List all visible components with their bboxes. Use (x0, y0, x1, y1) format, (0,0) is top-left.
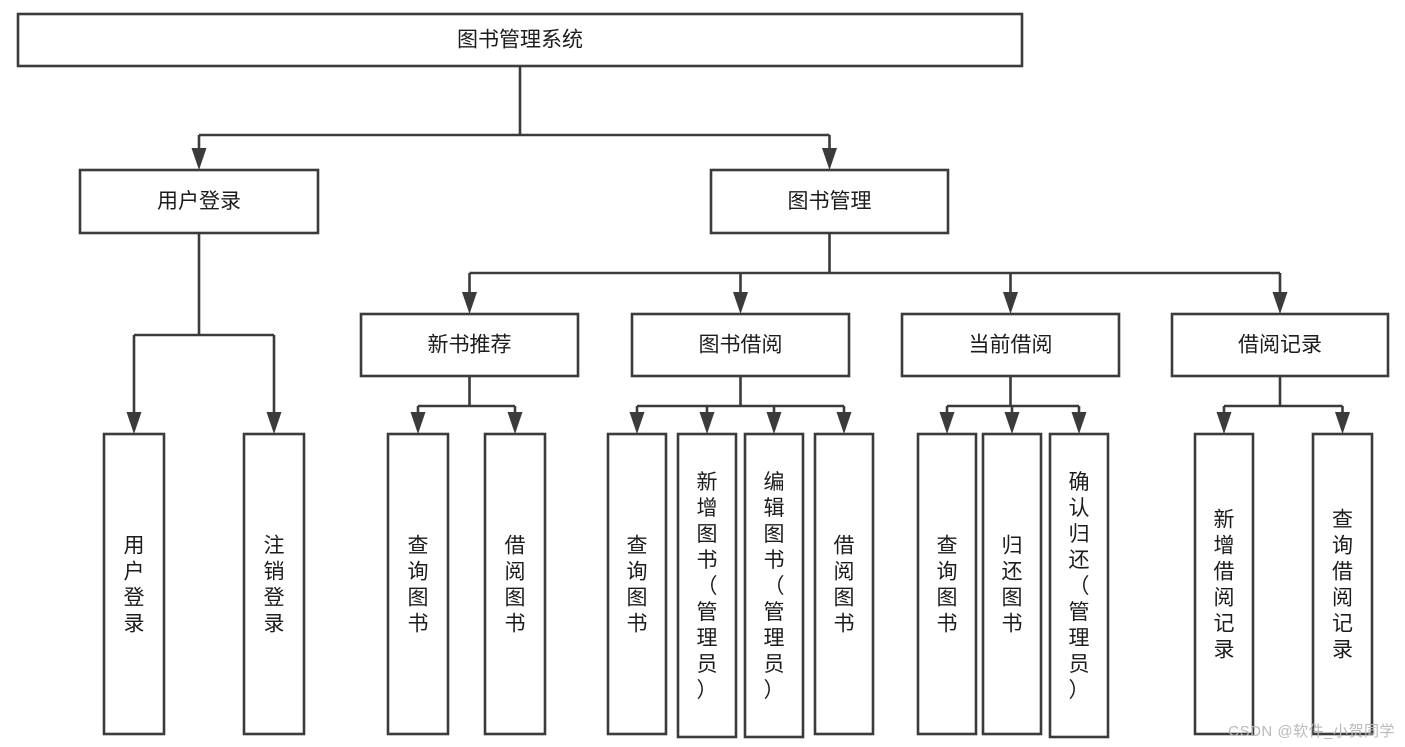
arrow-head-icon (822, 148, 837, 170)
node-l-query-record[interactable]: 查询借阅记录 (1311, 432, 1374, 736)
node-l-edit-book[interactable]: 编辑图书（管理员） (743, 432, 805, 739)
node-l-query-book-3[interactable]: 查询图书 (916, 432, 978, 736)
node-label: 注销登录 (264, 534, 285, 635)
node-label: 图书借阅 (699, 334, 783, 357)
arrow-head-icon (191, 148, 207, 170)
node-label: 归还图书 (1002, 534, 1023, 635)
node-l-borrow-book-1[interactable]: 借阅图书 (483, 432, 547, 736)
node-n-record[interactable]: 借阅记录 (1170, 312, 1390, 378)
node-label: 查询借阅记录 (1332, 508, 1353, 661)
node-label: 查询图书 (627, 534, 648, 635)
arrow-head-icon (1216, 412, 1232, 434)
node-box (606, 432, 668, 736)
node-box (981, 432, 1043, 736)
node-box (630, 312, 851, 378)
arrow-head-icon (507, 412, 523, 434)
node-n-current[interactable]: 当前借阅 (900, 312, 1121, 378)
node-l-query-book-2[interactable]: 查询图书 (606, 432, 668, 736)
node-label: 借阅图书 (505, 534, 526, 635)
arrow-head-icon (733, 292, 748, 314)
edge-layer (126, 66, 1350, 434)
node-label: 当前借阅 (969, 334, 1053, 357)
node-box (709, 168, 950, 235)
arrow-head-icon (266, 412, 282, 434)
node-l-user-login[interactable]: 用户登录 (102, 432, 166, 736)
arrow-head-icon (1004, 412, 1020, 434)
node-l-query-book-1[interactable]: 查询图书 (386, 432, 450, 736)
node-label: 借阅记录 (1238, 334, 1322, 357)
node-box (743, 432, 805, 739)
node-box (242, 432, 306, 736)
node-l-add-record[interactable]: 新增借阅记录 (1193, 432, 1255, 736)
arrow-head-icon (1003, 292, 1018, 314)
node-l-confirm-return[interactable]: 确认归还（管理员） (1048, 432, 1110, 739)
node-label: 用户登录 (157, 190, 241, 213)
node-n-borrow[interactable]: 图书借阅 (630, 312, 851, 378)
arrow-head-icon (699, 412, 715, 434)
arrow-head-icon (1335, 412, 1350, 434)
node-label: 图书管理系统 (457, 29, 583, 52)
node-box (916, 432, 978, 736)
node-label: 借阅图书 (834, 534, 855, 635)
arrow-head-icon (462, 292, 477, 314)
node-box (16, 12, 1024, 68)
node-l-add-book[interactable]: 新增图书（管理员） (676, 432, 738, 739)
node-box (813, 432, 875, 736)
arrow-head-icon (836, 412, 852, 434)
node-label: 查询图书 (408, 534, 429, 635)
node-box (1311, 432, 1374, 736)
arrow-head-icon (939, 412, 955, 434)
node-l-logout[interactable]: 注销登录 (242, 432, 306, 736)
node-box (676, 432, 738, 739)
arrow-head-icon (410, 412, 426, 434)
arrow-head-icon (1071, 412, 1087, 434)
node-n-new-rec[interactable]: 新书推荐 (359, 312, 580, 378)
node-box (1193, 432, 1255, 736)
node-label: 图书管理 (788, 190, 872, 213)
node-label: 新增借阅记录 (1214, 508, 1235, 661)
arrow-head-icon (766, 412, 782, 434)
node-box (483, 432, 547, 736)
node-layer: 图书管理系统用户登录图书管理新书推荐图书借阅当前借阅借阅记录用户登录注销登录查询… (16, 12, 1390, 739)
node-label: 确认归还（管理员） (1069, 471, 1090, 702)
node-box (386, 432, 450, 736)
node-label: 用户登录 (124, 534, 145, 635)
arrow-head-icon (126, 412, 142, 434)
node-root[interactable]: 图书管理系统 (16, 12, 1024, 68)
node-box (1170, 312, 1390, 378)
node-label: 新书推荐 (428, 334, 512, 357)
node-label: 查询图书 (937, 534, 958, 635)
node-box (102, 432, 166, 736)
arrow-head-icon (1272, 292, 1288, 314)
node-box (900, 312, 1121, 378)
node-n-book-manage[interactable]: 图书管理 (709, 168, 950, 235)
node-label: 新增图书（管理员） (697, 471, 718, 702)
node-box (78, 168, 320, 235)
node-n-user-login[interactable]: 用户登录 (78, 168, 320, 235)
node-box (359, 312, 580, 378)
node-label: 编辑图书（管理员） (764, 471, 785, 702)
arrow-head-icon (629, 412, 645, 434)
node-l-return-book[interactable]: 归还图书 (981, 432, 1043, 736)
node-box (1048, 432, 1110, 739)
node-l-borrow-book-2[interactable]: 借阅图书 (813, 432, 875, 736)
